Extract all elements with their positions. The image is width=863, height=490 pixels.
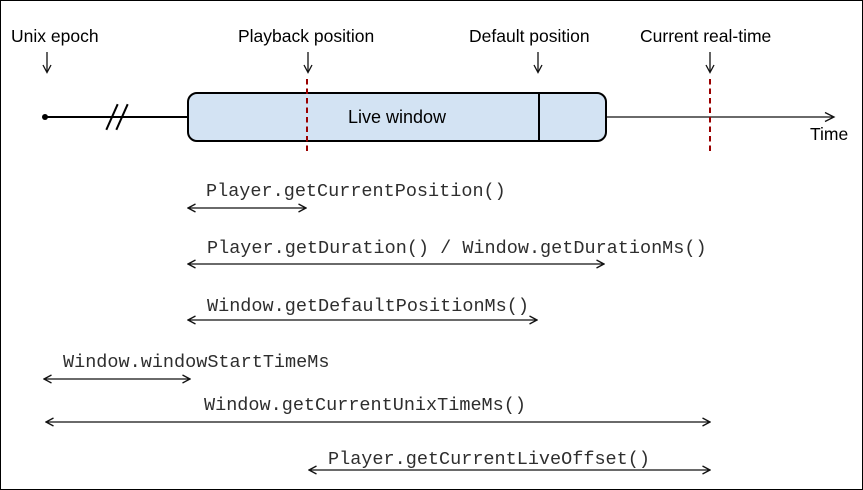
double-arrow-icon	[187, 203, 307, 213]
label-default-position: Default position	[469, 26, 590, 46]
double-arrow-icon	[187, 315, 538, 325]
timeline-segment-left	[45, 116, 187, 118]
down-arrow-icon	[705, 52, 715, 74]
measure-get-default-position: Window.getDefaultPositionMs()	[207, 296, 529, 317]
time-axis-arrow-icon	[607, 111, 836, 123]
double-arrow-icon	[43, 374, 191, 384]
down-arrow-icon	[303, 52, 313, 74]
measure-get-current-unix-time: Window.getCurrentUnixTimeMs()	[204, 395, 526, 416]
down-arrow-icon	[42, 52, 52, 74]
down-arrow-icon	[533, 52, 543, 74]
measure-window-start-time: Window.windowStartTimeMs	[63, 352, 330, 373]
time-axis-label: Time	[810, 124, 849, 144]
live-window-box: Live window	[187, 92, 607, 142]
measure-get-current-position: Player.getCurrentPosition()	[206, 181, 506, 202]
live-window-label: Live window	[347, 106, 447, 127]
label-playback-position: Playback position	[238, 26, 375, 46]
measure-get-current-live-offset: Player.getCurrentLiveOffset()	[328, 449, 650, 470]
double-arrow-icon	[187, 259, 605, 269]
playback-position-marker	[306, 79, 308, 155]
double-arrow-icon	[45, 417, 711, 427]
default-position-divider	[538, 94, 540, 140]
measure-get-duration: Player.getDuration() / Window.getDuratio…	[207, 238, 707, 259]
label-unix-epoch: Unix epoch	[11, 26, 99, 46]
label-current-real-time: Current real-time	[640, 26, 772, 46]
double-arrow-icon	[308, 465, 711, 475]
current-real-time-marker	[709, 79, 711, 155]
